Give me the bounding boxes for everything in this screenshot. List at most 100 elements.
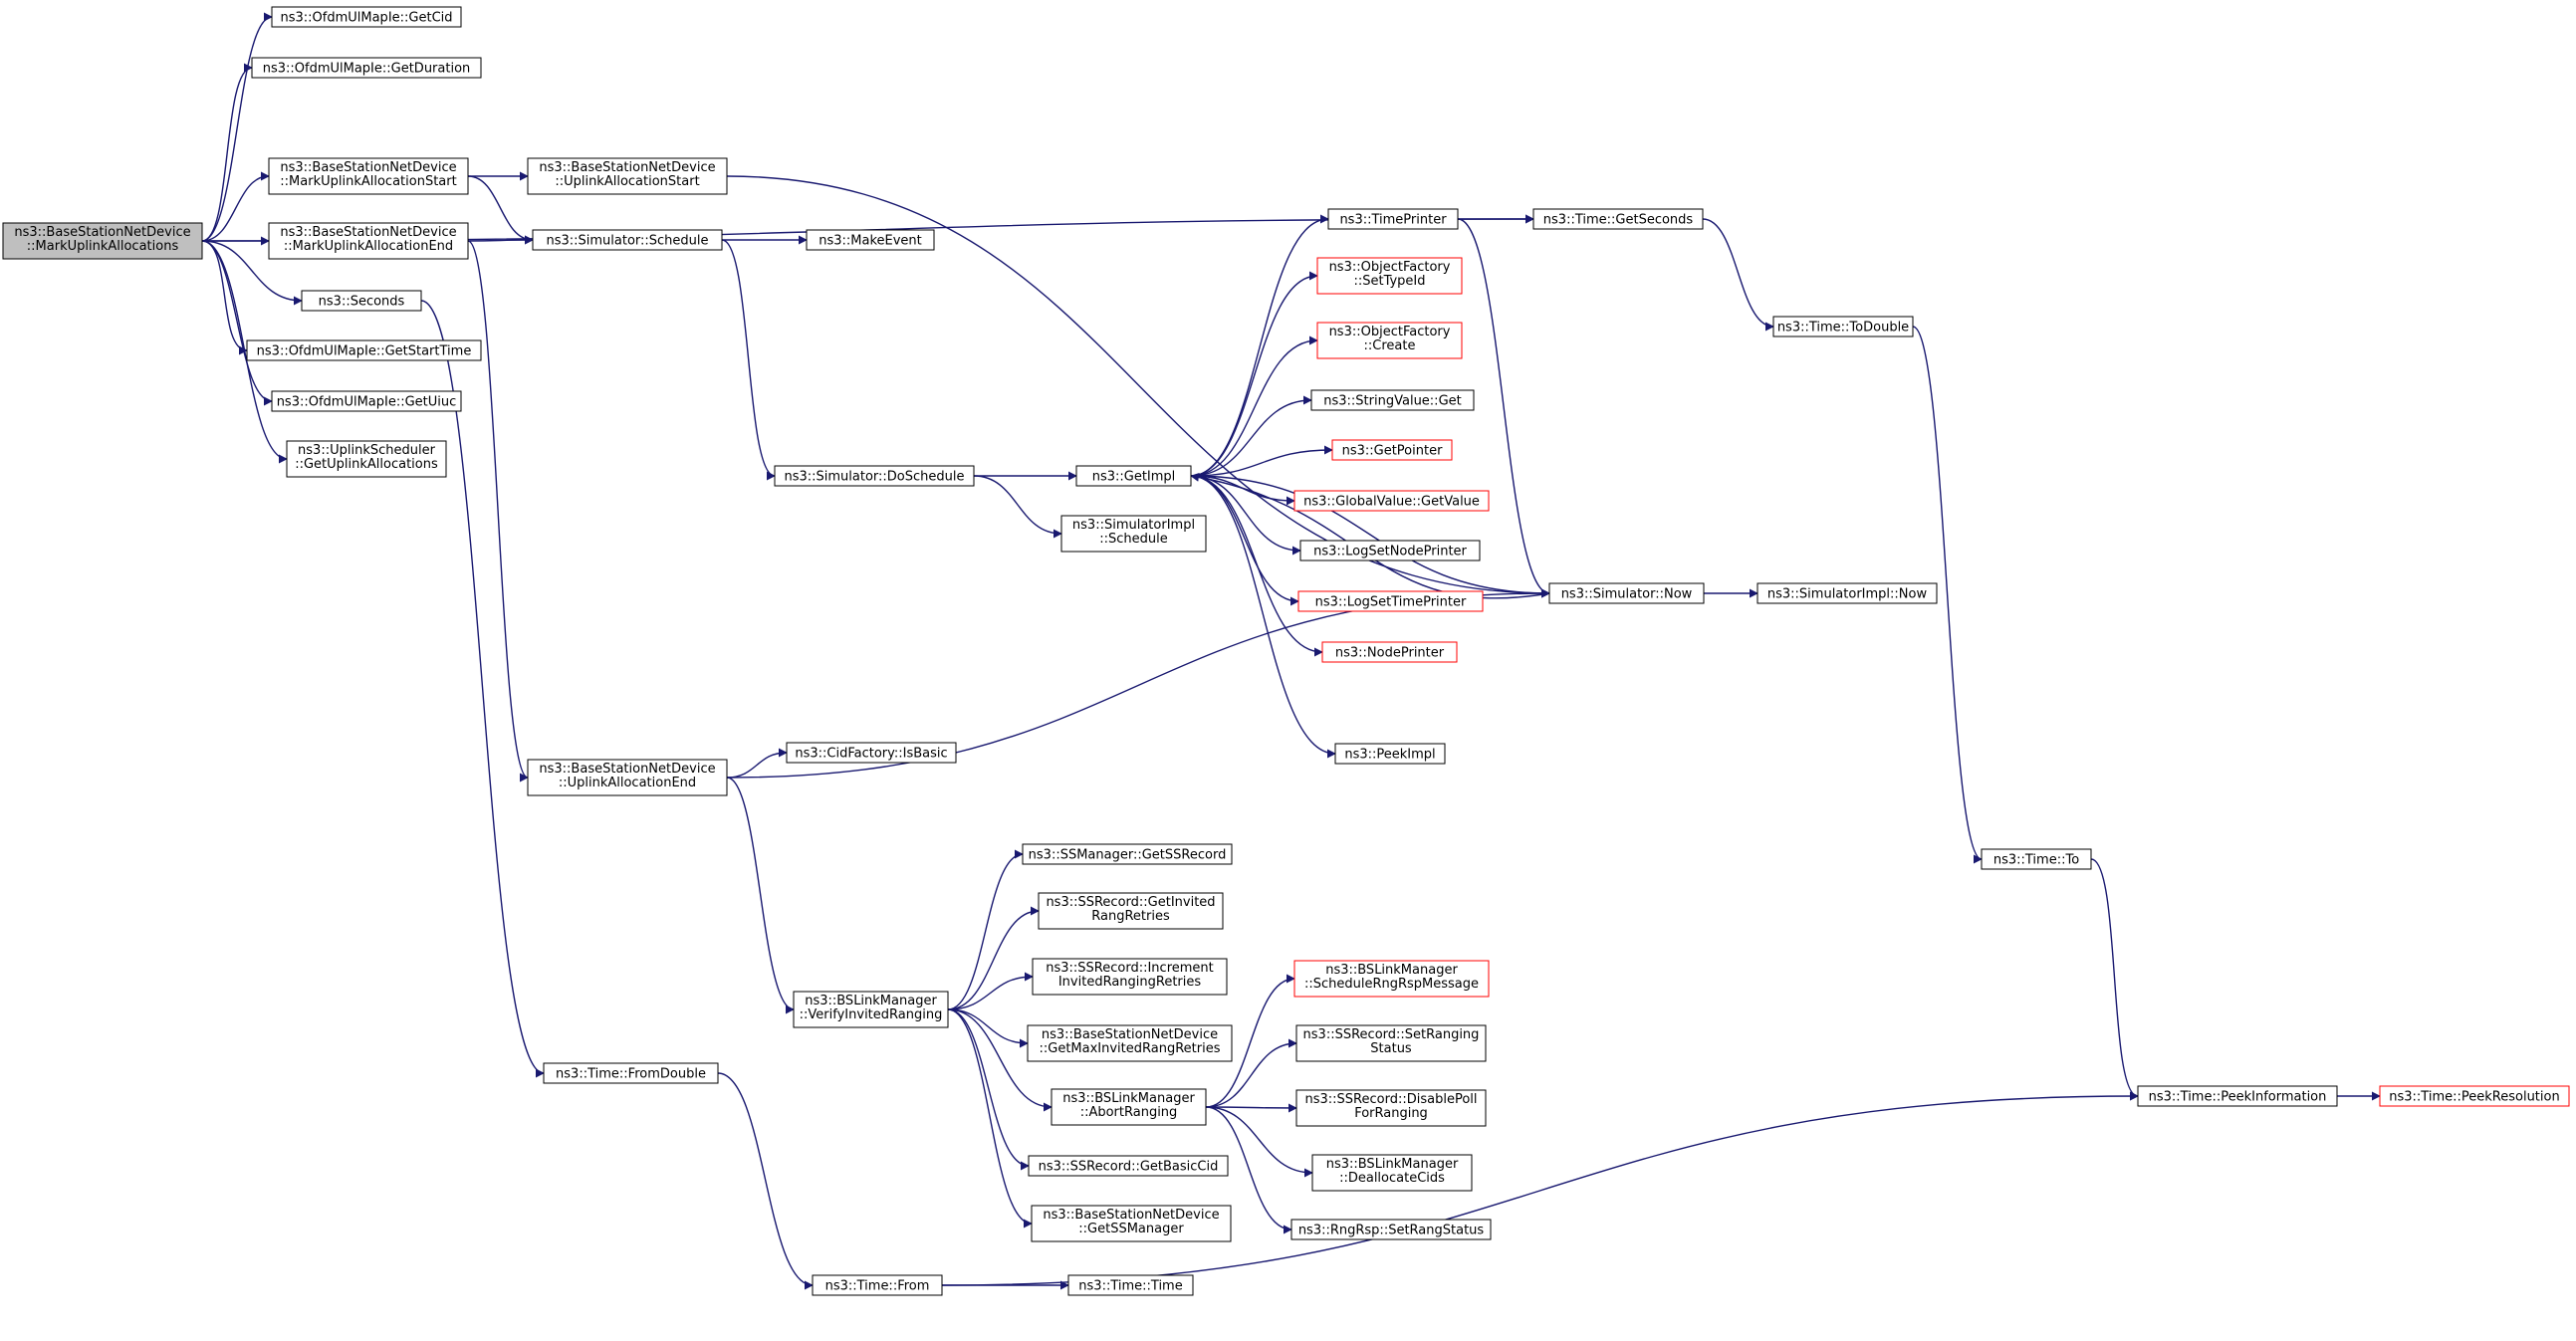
node-box (268, 157, 469, 195)
node-peekinfo[interactable]: ns3::Time::PeekInformation (2137, 1085, 2338, 1107)
node-label: ns3::LogSetTimePrinter (1315, 595, 1467, 610)
node-getimpl[interactable]: ns3::GetImpl (1075, 465, 1192, 487)
node-makeevent[interactable]: ns3::MakeEvent (806, 229, 935, 251)
node-seconds[interactable]: ns3::Seconds (301, 290, 422, 312)
node-label: ns3::BSLinkManager (805, 994, 937, 1008)
node-getmaxinvited[interactable]: ns3::BaseStationNetDevice::GetMaxInvited… (1027, 1024, 1233, 1062)
node-timeprinter[interactable]: ns3::TimePrinter (1327, 208, 1459, 230)
node-label: ns3::SSRecord::GetInvited (1046, 895, 1215, 910)
node-box (812, 1274, 943, 1296)
node-getduration[interactable]: ns3::OfdmUlMapIe::GetDuration (251, 57, 482, 79)
node-simimplschedule[interactable]: ns3::SimulatorImpl::Schedule (1060, 515, 1207, 553)
edge-uplinkallocend-to-cidisbasic (726, 748, 788, 779)
node-box (1299, 540, 1481, 561)
node-box (1772, 316, 1914, 337)
node-stringvalueget[interactable]: ns3::StringValue::Get (1310, 389, 1475, 411)
node-box (1027, 1024, 1233, 1062)
node-doschedule[interactable]: ns3::Simulator::DoSchedule (774, 465, 975, 487)
node-box (774, 465, 975, 487)
edge-getimpl-to-ofcreate (1190, 335, 1318, 477)
edge-root-to-getcid (201, 12, 273, 242)
node-label: ns3::Simulator::Schedule (546, 234, 708, 249)
node-root[interactable]: ns3::BaseStationNetDevice::MarkUplinkAll… (2, 222, 203, 260)
node-label: ns3::BaseStationNetDevice (1043, 1208, 1219, 1223)
node-box (1028, 1155, 1229, 1177)
node-ofcreate[interactable]: ns3::ObjectFactory::Create (1316, 322, 1463, 359)
node-box (786, 742, 957, 764)
node-box (1316, 322, 1463, 359)
node-logsettimeprinter[interactable]: ns3::LogSetTimePrinter (1297, 590, 1484, 612)
node-label: ns3::SSRecord::GetBasicCid (1039, 1160, 1219, 1175)
node-simimplnow[interactable]: ns3::SimulatorImpl::Now (1756, 582, 1938, 604)
edge-markend-to-schedule (467, 235, 534, 245)
node-setrangstatus[interactable]: ns3::RngRsp::SetRangStatus (1290, 1219, 1492, 1240)
node-box (1032, 958, 1228, 996)
node-label: ns3::Time::GetSeconds (1543, 213, 1694, 228)
node-label: ns3::BSLinkManager (1326, 1157, 1459, 1172)
node-getuiuc[interactable]: ns3::OfdmUlMapIe::GetUiuc (271, 390, 462, 412)
node-getssmanager[interactable]: ns3::BaseStationNetDevice::GetSSManager (1031, 1205, 1232, 1242)
node-abortranging[interactable]: ns3::BSLinkManager::AbortRanging (1051, 1088, 1207, 1126)
node-nodeprinter[interactable]: ns3::NodePrinter (1321, 641, 1458, 663)
edge-getimpl-to-ofsettypeid (1190, 271, 1318, 477)
node-verifyinvited[interactable]: ns3::BSLinkManager::VerifyInvitedRanging (793, 991, 949, 1028)
node-label: ::MarkUplinkAllocationEnd (284, 239, 453, 254)
node-timeto[interactable]: ns3::Time::To (1981, 848, 2092, 870)
node-label: ::UplinkAllocationEnd (559, 776, 696, 790)
node-simnow[interactable]: ns3::Simulator::Now (1548, 582, 1705, 604)
node-box (1532, 208, 1704, 230)
node-box (1022, 843, 1233, 865)
node-box (1060, 515, 1207, 553)
edge-markstart-to-schedule (467, 175, 534, 245)
node-label: ::GetUplinkAllocations (295, 457, 438, 472)
node-markstart[interactable]: ns3::BaseStationNetDevice::MarkUplinkAll… (268, 157, 469, 195)
node-ofsettypeid[interactable]: ns3::ObjectFactory::SetTypeId (1316, 257, 1463, 295)
edge-todouble-to-timeto (1912, 326, 1983, 864)
node-box (1331, 439, 1453, 461)
node-label: RangRetries (1091, 909, 1170, 924)
node-uplinkallocend[interactable]: ns3::BaseStationNetDevice::UplinkAllocat… (527, 759, 728, 796)
node-getpointer[interactable]: ns3::GetPointer (1331, 439, 1453, 461)
node-markend[interactable]: ns3::BaseStationNetDevice::MarkUplinkAll… (268, 222, 469, 260)
node-schedule[interactable]: ns3::Simulator::Schedule (532, 229, 723, 251)
node-timefrom[interactable]: ns3::Time::From (812, 1274, 943, 1296)
edges-layer (201, 12, 2381, 1290)
node-schedrngrsp[interactable]: ns3::BSLinkManager::ScheduleRngRspMessag… (1293, 960, 1490, 998)
node-label: ns3::BaseStationNetDevice (539, 160, 715, 175)
node-getstarttime[interactable]: ns3::OfdmUlMapIe::GetStartTime (246, 339, 482, 361)
node-getssrecord[interactable]: ns3::SSManager::GetSSRecord (1022, 843, 1233, 865)
node-cidisbasic[interactable]: ns3::CidFactory::IsBasic (786, 742, 957, 764)
node-label: ::MarkUplinkAllocations (27, 239, 179, 254)
node-timetime[interactable]: ns3::Time::Time (1067, 1274, 1194, 1296)
node-logsetnodeprinter[interactable]: ns3::LogSetNodePrinter (1299, 540, 1481, 561)
node-label: ns3::UplinkScheduler (298, 443, 436, 458)
node-label: ns3::ObjectFactory (1329, 260, 1451, 275)
node-uplinkallocstart[interactable]: ns3::BaseStationNetDevice::UplinkAllocat… (527, 157, 728, 195)
node-gettimeseconds[interactable]: ns3::Time::GetSeconds (1532, 208, 1704, 230)
node-box (1295, 1089, 1487, 1127)
node-deallocatecids[interactable]: ns3::BSLinkManager::DeallocateCids (1311, 1154, 1473, 1192)
node-peekres[interactable]: ns3::Time::PeekResolution (2379, 1085, 2570, 1107)
node-getuplinkalloc[interactable]: ns3::UplinkScheduler::GetUplinkAllocatio… (286, 440, 447, 478)
node-label: ns3::SimulatorImpl (1072, 518, 1195, 533)
node-box (2137, 1085, 2338, 1107)
node-getcid[interactable]: ns3::OfdmUlMapIe::GetCid (271, 6, 462, 28)
node-todouble[interactable]: ns3::Time::ToDouble (1772, 316, 1914, 337)
edge-root-to-markstart (201, 171, 270, 242)
edge-root-to-getuplinkalloc (201, 240, 288, 464)
node-peekimpl[interactable]: ns3::PeekImpl (1334, 743, 1446, 765)
node-label: ns3::Simulator::Now (1561, 587, 1693, 602)
node-label: ::DeallocateCids (1339, 1171, 1445, 1186)
node-label: ns3::OfdmUlMapIe::GetCid (280, 11, 452, 26)
node-fromdouble[interactable]: ns3::Time::FromDouble (543, 1062, 719, 1084)
node-incrinvited[interactable]: ns3::SSRecord::IncrementInvitedRangingRe… (1032, 958, 1228, 996)
node-label: ns3::BaseStationNetDevice (539, 762, 715, 777)
edge-getimpl-to-simnow (1190, 475, 1550, 598)
node-getbasiccid[interactable]: ns3::SSRecord::GetBasicCid (1028, 1155, 1229, 1177)
edge-timefrom-to-peekinfo (941, 1091, 2139, 1286)
node-gvgetvalue[interactable]: ns3::GlobalValue::GetValue (1293, 490, 1490, 512)
node-label: ::VerifyInvitedRanging (800, 1007, 943, 1022)
